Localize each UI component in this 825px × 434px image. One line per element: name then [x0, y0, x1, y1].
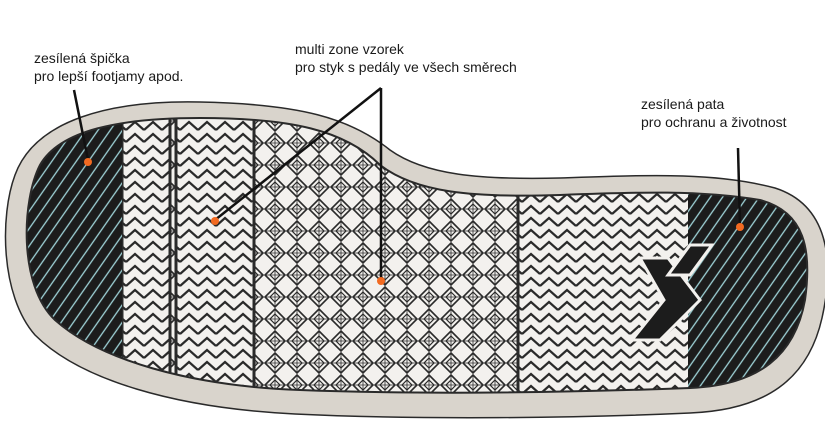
heel-callout-line1: zesílená pata	[641, 96, 725, 112]
heel-reinforcement	[688, 118, 808, 393]
heel-logo	[628, 243, 715, 342]
toe-marker	[84, 158, 92, 166]
toe-callout-line2: pro lepší footjamy apod.	[34, 68, 184, 84]
heel-leader-line	[736, 147, 742, 227]
heel-callout-line2: pro ochranu a životnost	[641, 114, 787, 130]
heel-callout: zesílená pata pro ochranu a životnost	[641, 95, 787, 131]
toe-callout-line1: zesílená špička	[34, 50, 130, 66]
forefoot-marker	[211, 217, 219, 225]
forefoot-chevron-column-2	[174, 118, 256, 393]
toe-callout: zesílená špička pro lepší footjamy apod.	[34, 49, 183, 85]
toe-leader-line	[72, 89, 90, 161]
middle-callout-line1: multi zone vzorek	[295, 41, 404, 57]
middle-callout: multi zone vzorek pro styk s pedály ve v…	[295, 40, 517, 76]
middle-marker	[377, 277, 385, 285]
heel-marker	[736, 223, 744, 231]
middle-callout-line2: pro styk s pedály ve všech směrech	[295, 59, 517, 75]
middle-leader-line-1	[214, 87, 382, 221]
